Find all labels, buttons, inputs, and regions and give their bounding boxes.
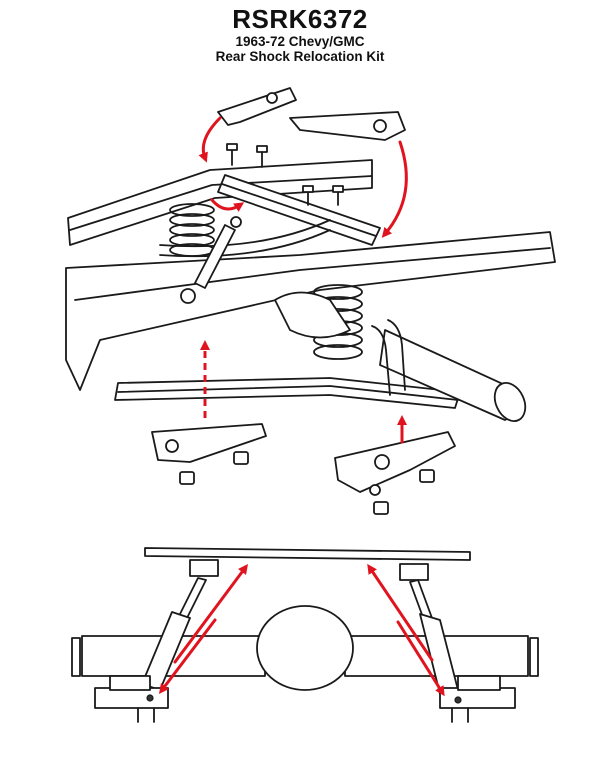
arrow-upper-left-bracket bbox=[198, 116, 222, 163]
frame-assembly bbox=[65, 159, 556, 422]
lock-nuts bbox=[179, 451, 435, 515]
upper-mounting-bolts bbox=[226, 143, 344, 206]
arrow-upper-right-bracket bbox=[381, 140, 408, 238]
lower-bracket-left bbox=[151, 423, 267, 463]
lower-bracket-right bbox=[334, 431, 456, 496]
part-number: RSRK6372 bbox=[232, 4, 368, 34]
shock-absorber-left bbox=[180, 216, 242, 304]
arrow-crossmember-bolt bbox=[210, 198, 245, 212]
coil-spring-left bbox=[169, 203, 215, 257]
lower-frame-rail bbox=[65, 231, 556, 391]
rear-differential bbox=[256, 605, 354, 691]
vehicle-fitment: 1963-72 Chevy/GMC bbox=[235, 34, 365, 49]
title-block: RSRK6372 1963-72 Chevy/GMC Rear Shock Re… bbox=[0, 4, 600, 64]
rear-shock-left bbox=[177, 577, 207, 621]
arrow-rear-left-upper bbox=[173, 563, 248, 664]
arrow-rear-left-lower bbox=[158, 618, 217, 694]
rear-frame-bar bbox=[144, 547, 471, 561]
kit-name: Rear Shock Relocation Kit bbox=[215, 49, 385, 64]
upper-bracket-right bbox=[289, 111, 406, 141]
arrow-rear-right-upper bbox=[367, 563, 434, 662]
upper-frame-rail bbox=[67, 159, 373, 246]
upper-bracket-left bbox=[217, 87, 297, 126]
rear-lower-mount-left bbox=[94, 687, 169, 709]
u-bolt bbox=[371, 319, 406, 396]
differential-housing bbox=[274, 291, 351, 339]
rear-lower-mount-right bbox=[439, 687, 516, 709]
arrow-rear-right-lower bbox=[396, 620, 445, 697]
lower-leaf-spring bbox=[114, 377, 461, 409]
rear-view-assembly bbox=[71, 547, 539, 723]
